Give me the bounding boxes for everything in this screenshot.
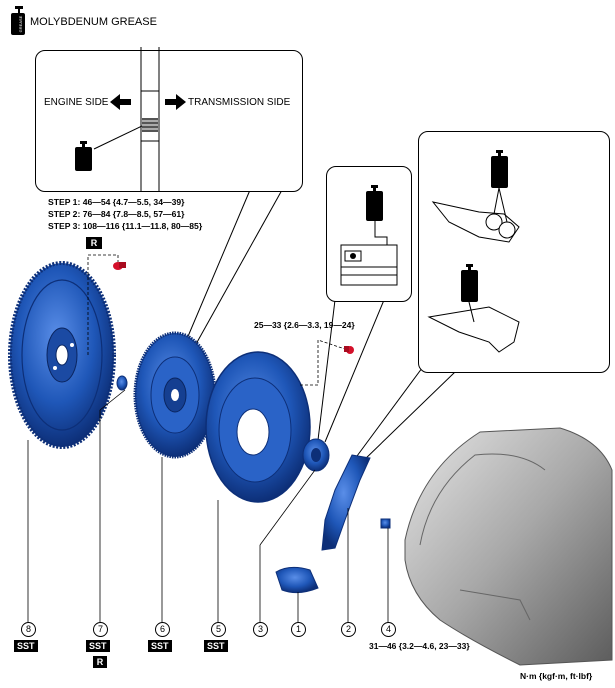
legend: GREASE MOLYBDENUM GREASE <box>8 6 208 38</box>
unit-note: N·m {kgf·m, ft·lbf} <box>520 671 593 681</box>
flywheel <box>8 261 116 449</box>
part-number-5: 5 <box>211 622 226 637</box>
part-7-sst-tag: SST <box>86 640 110 652</box>
fork-detail-drawing <box>427 150 520 353</box>
cover-bolt-torque: 25—33 {2.6—3.3, 19—24} <box>254 320 355 330</box>
transmission-housing <box>404 427 613 666</box>
clutch-disc <box>133 331 217 459</box>
release-bearing <box>302 438 330 472</box>
part-number-8: 8 <box>21 622 36 637</box>
part-5-sst-tag: SST <box>204 640 228 652</box>
grease-can-icon: GREASE <box>11 6 25 35</box>
detail-box-fork <box>418 131 610 373</box>
bearing-section-drawing <box>340 185 398 286</box>
part-number-6: 6 <box>155 622 170 637</box>
boot <box>275 566 319 594</box>
pivot-torque: 31—46 {3.2—4.6, 23—33} <box>369 641 470 651</box>
engine-side-label: ENGINE SIDE <box>44 97 109 108</box>
part-number-7: 7 <box>93 622 108 637</box>
flywheel-torque-spec: STEP 1: 46—54 {4.7—5.5, 34—39} STEP 2: 7… <box>48 196 202 232</box>
legend-label: MOLYBDENUM GREASE <box>30 16 157 28</box>
flywheel-bolt <box>113 262 126 270</box>
part-number-3: 3 <box>253 622 268 637</box>
detail-box-bearing <box>326 166 412 302</box>
detail-box-disc: ENGINE SIDE TRANSMISSION SIDE <box>35 47 303 192</box>
part-8-sst-tag: SST <box>14 640 38 652</box>
clutch-cover <box>205 351 311 503</box>
part-6-sst-tag: SST <box>148 640 172 652</box>
part-number-2: 2 <box>341 622 356 637</box>
torque-step-3: STEP 3: 108—116 {11.1—11.8, 80—85} <box>48 221 203 231</box>
part-number-1: 1 <box>291 622 306 637</box>
shaft-section-drawing <box>75 47 186 191</box>
part-7-replace-tag: R <box>93 656 107 668</box>
torque-step-2: STEP 2: 76—84 {7.8—8.5, 57—61} <box>48 209 185 219</box>
pilot-bearing <box>116 375 128 391</box>
part-number-4: 4 <box>381 622 396 637</box>
svg-text:GREASE: GREASE <box>18 15 23 32</box>
torque-step-1: STEP 1: 46—54 {4.7—5.5, 34—39} <box>48 197 185 207</box>
release-fork <box>321 454 371 551</box>
transmission-side-label: TRANSMISSION SIDE <box>188 97 291 108</box>
pivot <box>380 518 391 529</box>
flywheel-bolt-replace-tag: R <box>86 237 102 249</box>
cover-bolt <box>344 346 354 354</box>
